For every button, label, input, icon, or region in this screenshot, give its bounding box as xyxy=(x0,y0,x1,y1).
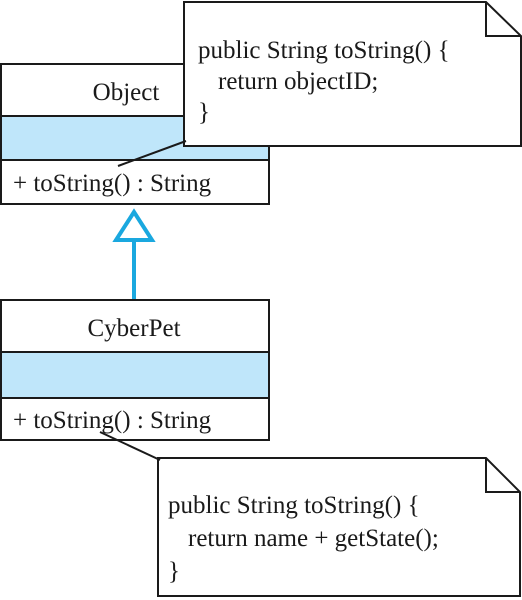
note-object-line-1: public String toString() { xyxy=(198,37,450,64)
class-cyberpet-attributes-compartment xyxy=(0,351,270,399)
class-cyberpet-name-compartment xyxy=(0,299,270,353)
note-object-line-2: return objectID; xyxy=(218,68,378,95)
note-object-folded-corner xyxy=(485,2,521,37)
note-cyberpet-tostring: public String toString() { return name +… xyxy=(157,457,521,597)
note-cyberpet-body xyxy=(157,457,521,597)
inheritance-triangle-head xyxy=(112,208,156,242)
note-cyberpet-line-1: public String toString() { xyxy=(168,492,420,519)
inheritance-arrow xyxy=(112,208,156,300)
note-cyberpet-line-3: } xyxy=(168,558,180,585)
note-cyberpet-connector xyxy=(99,431,161,461)
class-cyberpet: CyberPet + toString() : String xyxy=(0,299,270,441)
class-cyberpet-method: + toString() : String xyxy=(13,407,212,434)
note-cyberpet-line-2: return name + getState(); xyxy=(188,525,439,552)
class-object-method: + toString() : String xyxy=(13,170,212,197)
note-object-tostring: public String toString() { return object… xyxy=(183,0,522,147)
class-cyberpet-name: CyberPet xyxy=(87,315,180,342)
class-cyberpet-methods-compartment xyxy=(0,397,270,441)
note-object-connector xyxy=(117,140,187,167)
note-object-line-3: } xyxy=(198,99,210,126)
class-object-name: Object xyxy=(93,79,160,106)
note-object-body xyxy=(183,0,522,147)
note-cyberpet-folded-corner xyxy=(485,458,520,493)
